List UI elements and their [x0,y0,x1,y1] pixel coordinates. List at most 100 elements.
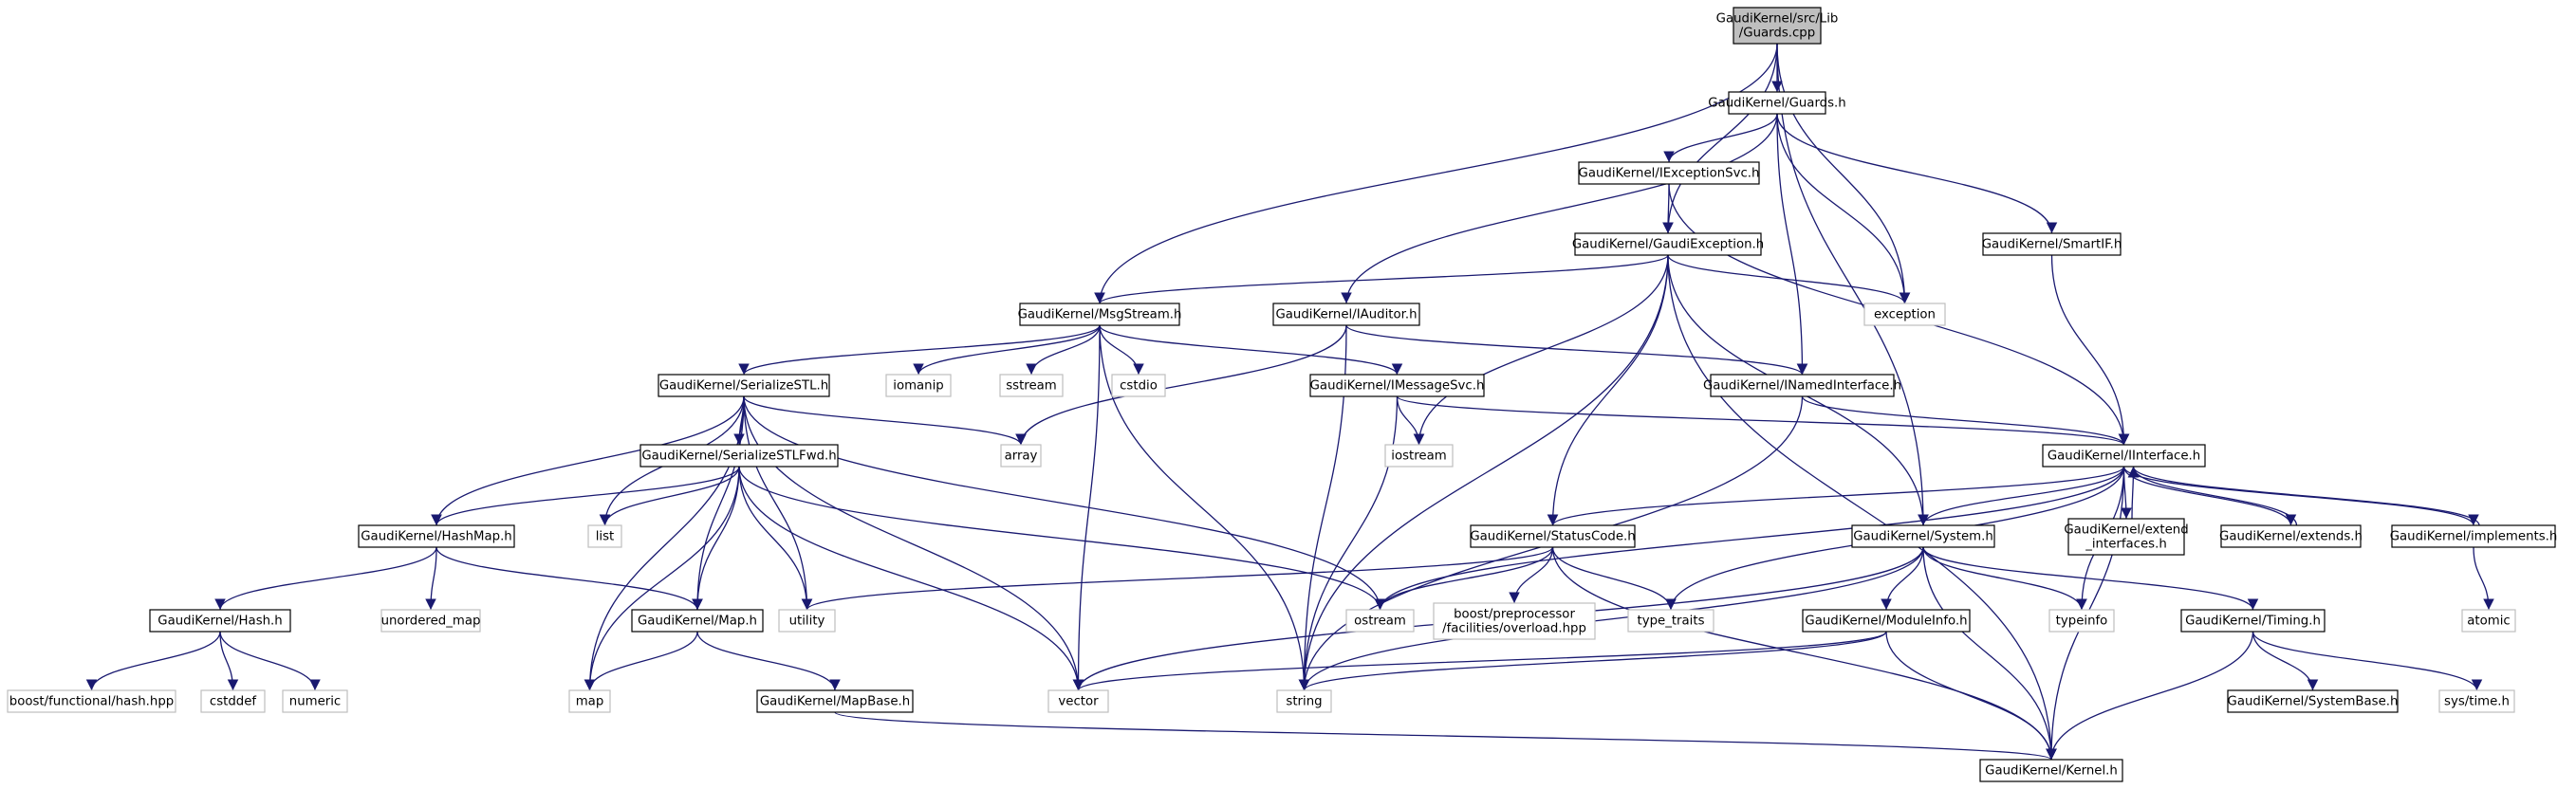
edge-guards-h-to-smartif-h [1776,113,2058,234]
edge-serializestlfwd-h-to-hashmap-h [431,466,740,526]
node-sstream: sstream [999,374,1064,397]
node-label-unordered-map-0: unordered_map [381,615,481,629]
node-guards-cpp[interactable]: GaudiKernel/src/Lib/Guards.cpp [1716,7,1839,45]
edge-iinterface-h-to-extends-h [2122,466,2297,526]
edge-guards-h-to-iauditor-h [1341,113,1778,304]
node-extends-h[interactable]: GaudiKernel/extends.h [2219,524,2363,548]
node-inamedinterface-h[interactable]: GaudiKernel/INamedInterface.h [1703,374,1901,397]
node-statuscode-h[interactable]: GaudiKernel/StatusCode.h [1470,524,1636,548]
node-label-exception-0: exception [1874,308,1936,322]
node-implements-h[interactable]: GaudiKernel/implements.h [2390,524,2558,548]
node-mapbase-h[interactable]: GaudiKernel/MapBase.h [756,689,914,713]
edge-gaudiexception-h-to-exception [1667,254,1911,304]
node-label-boost-hash-0: boost/functional/hash.hpp [9,695,174,709]
node-box-iinterface-h [2042,444,2206,468]
node-system-h[interactable]: GaudiKernel/System.h [1851,524,1995,548]
node-msgstream-h[interactable]: GaudiKernel/MsgStream.h [1018,303,1182,326]
node-map-h[interactable]: GaudiKernel/Map.h [631,609,764,633]
node-iinterface-h[interactable]: GaudiKernel/IInterface.h [2042,444,2206,468]
edge-iauditor-h-to-array [1015,324,1347,446]
node-smartif-h[interactable]: GaudiKernel/SmartIF.h [1982,232,2122,256]
node-label-extends-h-0: GaudiKernel/extends.h [2219,530,2363,544]
edge-system-h-to-kernel-h [1922,546,2057,761]
node-hash-h[interactable]: GaudiKernel/Hash.h [149,609,291,633]
node-box-implements-h [2391,524,2556,548]
node-label-system-h-0: GaudiKernel/System.h [1853,530,1993,544]
node-label-moduleinfo-h-0: GaudiKernel/ModuleInfo.h [1805,615,1967,629]
file-nodes: GaudiKernel/src/Lib/Guards.cppGaudiKerne… [7,7,2558,782]
node-label-ostream-0: ostream [1354,615,1406,629]
node-label-iomanip-0: iomanip [893,379,944,394]
node-extend-interfaces-h[interactable]: GaudiKernel/extend_interfaces.h [2064,518,2189,556]
node-hashmap-h[interactable]: GaudiKernel/HashMap.h [358,524,515,548]
node-label-map-0: map [576,695,604,709]
node-label-implements-h-0: GaudiKernel/implements.h [2390,530,2558,544]
node-label-vector-0: vector [1058,695,1099,709]
node-array: array [1000,444,1042,468]
node-label-iinterface-h-0: GaudiKernel/IInterface.h [2048,450,2200,464]
node-serializestl-h[interactable]: GaudiKernel/SerializeSTL.h [658,374,830,397]
node-list: list [587,524,622,548]
node-map: map [568,689,611,713]
edge-hashmap-h-to-map-h [436,546,703,611]
edge-statuscode-h-to-boost-overload [1509,546,1554,604]
edge-imessagesvc-h-to-iostream [1396,395,1425,446]
node-timing-h[interactable]: GaudiKernel/Timing.h [2180,609,2326,633]
node-label-guards-h-0: GaudiKernel/Guards.h [1708,97,1845,111]
edge-imessagesvc-h-to-iinterface-h [1396,395,2129,446]
node-guards-h[interactable]: GaudiKernel/Guards.h [1708,91,1846,115]
node-box-utility [778,609,836,633]
node-label-list-0: list [596,530,615,544]
edge-iinterface-h-to-implements-h [2122,466,2479,526]
edge-msgstream-h-to-string [1099,324,1310,691]
node-label-mapbase-h-0: GaudiKernel/MapBase.h [760,695,910,709]
node-moduleinfo-h[interactable]: GaudiKernel/ModuleInfo.h [1802,609,1971,633]
node-systembase-h[interactable]: GaudiKernel/SystemBase.h [2227,689,2399,713]
edge-serializestlfwd-h-to-map [584,466,740,691]
node-label-extend-interfaces-h-0: GaudiKernel/extend [2064,523,2188,538]
node-label-cstddef-0: cstddef [210,695,257,709]
node-box-mapbase-h [756,689,914,713]
node-imessagesvc-h[interactable]: GaudiKernel/IMessageSvc.h [1309,374,1485,397]
edge-hashmap-h-to-unordered-map [425,546,437,611]
node-exception: exception [1863,303,1946,326]
node-box-array [1000,444,1042,468]
edge-iinterface-h-to-ostream [1374,466,2125,611]
node-box-inamedinterface-h [1710,374,1895,397]
edge-system-h-to-typeinfo [1922,546,2087,611]
node-gaudiexception-h[interactable]: GaudiKernel/GaudiException.h [1572,232,1764,256]
node-kernel-h[interactable]: GaudiKernel/Kernel.h [1979,759,2123,782]
edge-moduleinfo-h-to-vector [1072,631,1887,691]
node-box-guards-h [1728,91,1826,115]
node-label-iostream-0: iostream [1391,450,1446,464]
node-serializestlfwd-h[interactable]: GaudiKernel/SerializeSTLFwd.h [639,444,839,468]
node-cstddef: cstddef [200,689,266,713]
edge-msgstream-h-to-cstdio [1099,324,1144,376]
edge-timing-h-to-systime-h [2252,631,2483,691]
node-box-map [568,689,611,713]
node-ostream: ostream [1345,609,1415,633]
edge-guards-h-to-iexceptionsvc-h [1663,113,1778,163]
node-label-boost-overload-1: /facilities/overload.hpp [1442,622,1586,636]
node-cstdio: cstdio [1111,374,1166,397]
edge-statuscode-h-to-ostream [1374,546,1554,611]
node-label-inamedinterface-h-0: GaudiKernel/INamedInterface.h [1703,379,1901,394]
node-label-typeinfo-0: typeinfo [2056,615,2108,629]
node-iostream: iostream [1384,444,1454,468]
node-box-moduleinfo-h [1802,609,1971,633]
node-iexceptionsvc-h[interactable]: GaudiKernel/IExceptionSvc.h [1578,161,1760,185]
node-box-numeric [282,689,348,713]
edge-guards-cpp-to-exception [1776,43,1911,304]
node-numeric: numeric [282,689,348,713]
node-label-kernel-h-0: GaudiKernel/Kernel.h [1985,764,2118,779]
node-label-imessagesvc-h-0: GaudiKernel/IMessageSvc.h [1310,379,1485,394]
node-box-list [587,524,622,548]
node-label-systembase-h-0: GaudiKernel/SystemBase.h [2228,695,2399,709]
edge-serializestlfwd-h-to-ostream [738,466,1386,611]
node-label-boost-overload-0: boost/preprocessor [1454,608,1575,622]
edge-serializestl-h-to-ostream [743,395,1386,611]
edge-system-h-to-timing-h [1922,546,2259,611]
node-iauditor-h[interactable]: GaudiKernel/IAuditor.h [1272,303,1420,326]
node-label-statuscode-h-0: GaudiKernel/StatusCode.h [1470,530,1635,544]
node-box-iostream [1384,444,1454,468]
